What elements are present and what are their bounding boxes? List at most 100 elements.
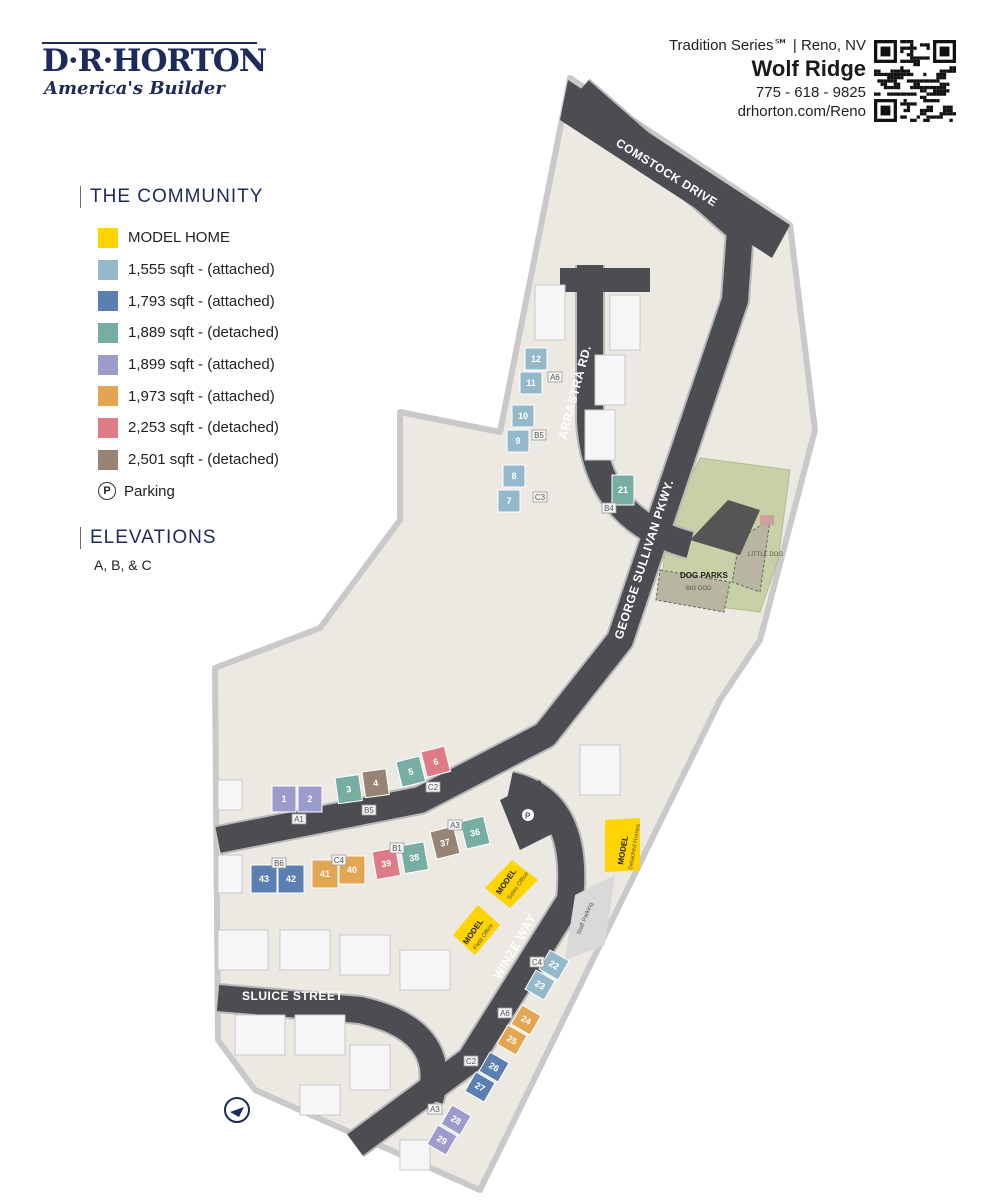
lot-number: 3 bbox=[346, 784, 352, 795]
lot-shape bbox=[464, 1071, 496, 1103]
svg-text:C3: C3 bbox=[535, 493, 546, 502]
legend-label: 1,889 sqft - (detached) bbox=[128, 324, 279, 342]
lot-38[interactable]: 38 bbox=[399, 841, 430, 875]
lot-shape bbox=[426, 1124, 458, 1156]
elevations-value: A, B, & C bbox=[94, 557, 152, 574]
legend-label: 1,899 sqft - (attached) bbox=[128, 356, 275, 374]
lot-42[interactable]: 42 bbox=[277, 864, 305, 894]
little-dog-label: LITTLE DOG bbox=[748, 552, 783, 558]
lot-number: 36 bbox=[469, 827, 481, 839]
svg-text:A6: A6 bbox=[550, 373, 560, 382]
lot-3[interactable]: 3 bbox=[334, 774, 363, 805]
model-field-office: MODEL Field Office bbox=[453, 905, 500, 955]
elevation-tag: B5 bbox=[531, 429, 547, 441]
lot-11[interactable]: 11 bbox=[519, 371, 543, 395]
lot-number: 37 bbox=[439, 837, 451, 849]
lot-number: 2 bbox=[307, 794, 312, 804]
legend-swatch bbox=[98, 354, 118, 375]
lot-shape bbox=[440, 1104, 472, 1136]
lot-number: 42 bbox=[286, 874, 296, 884]
parking-symbol-icon: P bbox=[98, 482, 116, 501]
lot-39[interactable]: 39 bbox=[371, 847, 402, 881]
lot-shape bbox=[277, 864, 305, 894]
lot-12[interactable]: 12 bbox=[524, 347, 548, 371]
svg-text:A6: A6 bbox=[500, 1009, 510, 1018]
lot-shape bbox=[524, 969, 556, 1001]
lot-41[interactable]: 41 bbox=[311, 859, 339, 889]
legend-swatch bbox=[98, 227, 118, 248]
qr-code-icon[interactable] bbox=[874, 40, 956, 122]
lot-shape bbox=[502, 464, 526, 488]
legend-item: 1,555 sqft - (attached) bbox=[98, 254, 279, 286]
lot-4[interactable]: 4 bbox=[361, 768, 390, 799]
community-name: Wolf Ridge bbox=[751, 56, 866, 81]
svg-text:C4: C4 bbox=[532, 958, 543, 967]
legend-swatch bbox=[98, 417, 118, 438]
lot-number: 23 bbox=[533, 978, 547, 992]
legend-label: 1,555 sqft - (attached) bbox=[128, 261, 275, 279]
elevation-tag: A6 bbox=[547, 371, 563, 383]
lot-25[interactable]: 25 bbox=[496, 1024, 528, 1056]
legend-label: MODEL HOME bbox=[128, 229, 230, 247]
elevation-tag: C4 bbox=[529, 956, 545, 968]
lot-6[interactable]: 6 bbox=[420, 745, 452, 778]
dog-parks-label: DOG PARKS bbox=[680, 571, 729, 580]
svg-text:C2: C2 bbox=[428, 783, 439, 792]
lot-29[interactable]: 29 bbox=[426, 1124, 458, 1156]
lot-number: 7 bbox=[506, 496, 511, 506]
lot-10[interactable]: 10 bbox=[511, 404, 535, 428]
lot-shape bbox=[510, 1004, 542, 1036]
lot-2[interactable]: 2 bbox=[297, 785, 323, 813]
svg-text:A3: A3 bbox=[430, 1105, 440, 1114]
lot-number: 12 bbox=[531, 354, 541, 364]
lot-7[interactable]: 7 bbox=[497, 489, 521, 513]
legend-label: 2,501 sqft - (detached) bbox=[128, 451, 279, 469]
legend-label: 2,253 sqft - (detached) bbox=[128, 419, 279, 437]
svg-text:B5: B5 bbox=[534, 431, 544, 440]
lot-5[interactable]: 5 bbox=[395, 755, 427, 788]
model-detached: MODEL Detached Homes bbox=[605, 818, 642, 872]
legend-item: MODEL HOME bbox=[98, 222, 279, 254]
lot-23[interactable]: 23 bbox=[524, 969, 556, 1001]
lot-number: 10 bbox=[518, 411, 528, 421]
lot-36[interactable]: 36 bbox=[459, 815, 491, 850]
lot-22[interactable]: 22 bbox=[538, 949, 570, 981]
lot-shape bbox=[429, 825, 461, 860]
lot-28[interactable]: 28 bbox=[440, 1104, 472, 1136]
legend-heading: THE COMMUNITY bbox=[80, 186, 279, 208]
website-link[interactable]: drhorton.com/Reno bbox=[737, 103, 866, 120]
legend-item: 1,899 sqft - (attached) bbox=[98, 349, 279, 381]
lot-27[interactable]: 27 bbox=[464, 1071, 496, 1103]
lot-37[interactable]: 37 bbox=[429, 825, 461, 860]
lot-number: 38 bbox=[408, 852, 420, 864]
lot-1[interactable]: 1 bbox=[271, 785, 297, 813]
legend-parking-label: Parking bbox=[124, 482, 175, 500]
lot-9[interactable]: 9 bbox=[506, 429, 530, 453]
lot-shape bbox=[399, 841, 430, 875]
lot-21[interactable]: 21 bbox=[611, 474, 635, 506]
lot-number: 11 bbox=[526, 378, 536, 388]
lot-43[interactable]: 43 bbox=[250, 864, 278, 894]
svg-text:C4: C4 bbox=[334, 856, 345, 865]
lot-shape bbox=[611, 474, 635, 506]
lot-8[interactable]: 8 bbox=[502, 464, 526, 488]
brand-tagline: America's Builder bbox=[44, 78, 225, 99]
lot-number: 28 bbox=[449, 1113, 463, 1127]
compass-icon bbox=[224, 1097, 250, 1123]
lot-shape bbox=[497, 489, 521, 513]
legend-item-parking: P Parking bbox=[98, 476, 279, 508]
lot-26[interactable]: 26 bbox=[478, 1051, 510, 1083]
lot-shape bbox=[496, 1024, 528, 1056]
lot-number: 1 bbox=[281, 794, 286, 804]
lot-number: 22 bbox=[547, 958, 561, 972]
comstock-road-end bbox=[560, 80, 790, 258]
lot-shape bbox=[371, 847, 402, 881]
elevation-tag: A6 bbox=[497, 1007, 513, 1019]
svg-text:C2: C2 bbox=[466, 1057, 477, 1066]
brand-logo: D·R·HORTON America's Builder bbox=[42, 42, 267, 99]
legend-swatch bbox=[98, 386, 118, 407]
legend-item: 1,793 sqft - (attached) bbox=[98, 285, 279, 317]
lot-shape bbox=[506, 429, 530, 453]
lot-24[interactable]: 24 bbox=[510, 1004, 542, 1036]
svg-text:B6: B6 bbox=[274, 859, 284, 868]
